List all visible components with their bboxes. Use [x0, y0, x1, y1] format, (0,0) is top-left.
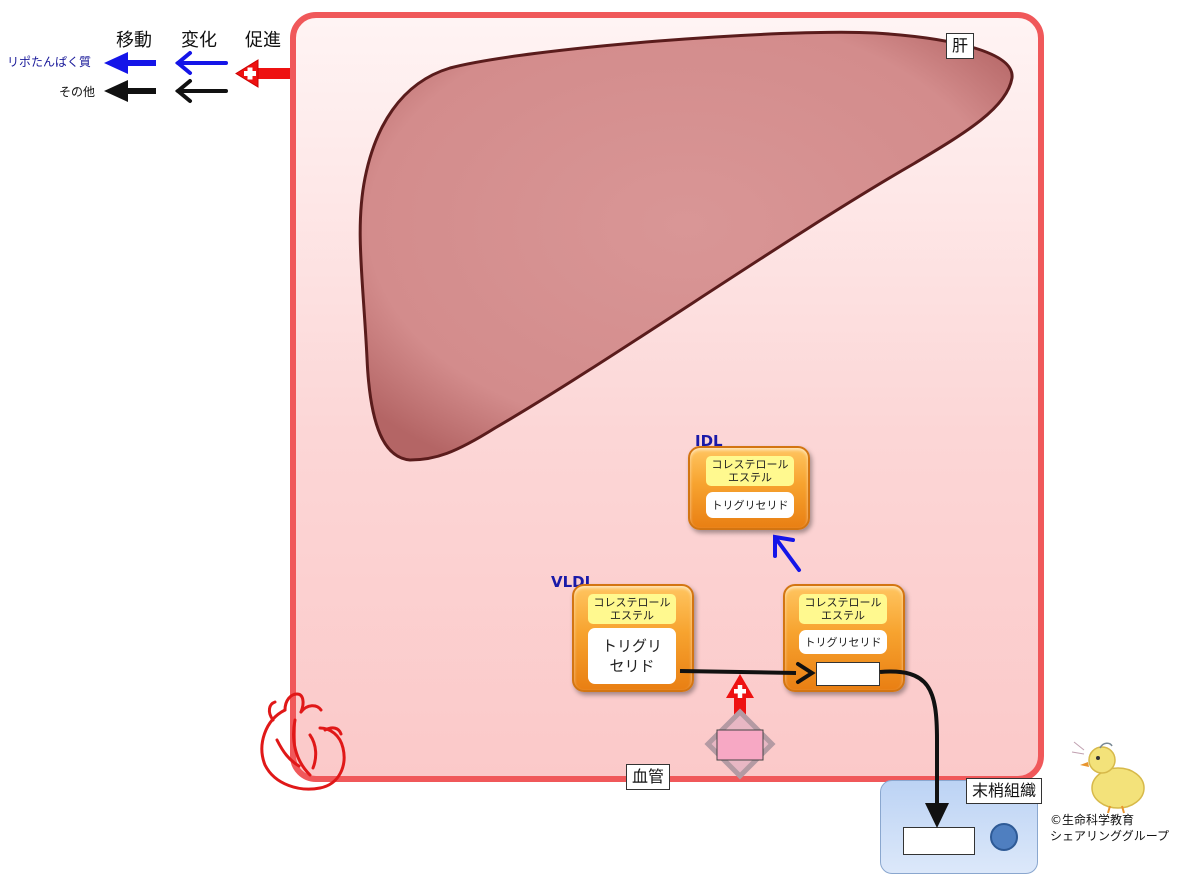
heart-icon — [260, 692, 346, 791]
intermediate-triglyceride: トリグリセリド — [799, 630, 887, 654]
liver-label: 肝 — [946, 33, 975, 59]
legend-move-other-arrow — [104, 80, 156, 102]
tissue-slot — [903, 827, 975, 855]
intermediate-cholesterol-ester: コレステロール エステル — [799, 594, 887, 624]
enzyme-promote-arrow — [726, 674, 754, 715]
chick-illustration — [1071, 741, 1145, 814]
legend-header-change: 変化 — [181, 30, 217, 51]
blood-vessel-label: 血管 — [626, 764, 671, 790]
legend-move-lipoprotein-arrow — [104, 52, 156, 74]
tissue-receptor — [990, 823, 1018, 851]
vldl-triglyceride: トリグリ セリド — [588, 628, 676, 684]
idl-particle: コレステロール エステル トリグリセリド — [688, 446, 810, 530]
vldl-particle: コレステロール エステル トリグリ セリド — [572, 584, 694, 692]
enzyme-icon — [704, 708, 776, 780]
legend-header-promote: 促進 — [245, 30, 281, 51]
legend-promote-arrow — [235, 59, 290, 88]
legend-change-lipoprotein-arrow — [174, 51, 228, 75]
vldl-cholesterol-ester: コレステロール エステル — [588, 594, 676, 624]
idl-cholesterol-ester: コレステロール エステル — [706, 456, 794, 486]
idl-triglyceride: トリグリセリド — [706, 492, 794, 518]
legend-change-other-arrow — [174, 79, 228, 103]
liver-shape — [358, 30, 1014, 462]
vldl-to-intermediate-arrow — [679, 662, 816, 684]
legend-label-other: その他 — [59, 85, 96, 99]
idl-label: IDL — [695, 432, 723, 450]
legend-label-lipoprotein: リポたんぱく質 — [7, 55, 92, 69]
credit-text: ©生命科学教育 シェアリンググループ — [1050, 813, 1170, 843]
legend-arrows — [104, 51, 290, 103]
legend-header-move: 移動 — [116, 30, 152, 51]
released-component-slot — [816, 662, 880, 686]
intermediate-to-idl-arrow — [773, 534, 801, 572]
release-to-tissue-arrow — [879, 669, 949, 828]
peripheral-tissue-label: 末梢組織 — [966, 778, 1043, 804]
